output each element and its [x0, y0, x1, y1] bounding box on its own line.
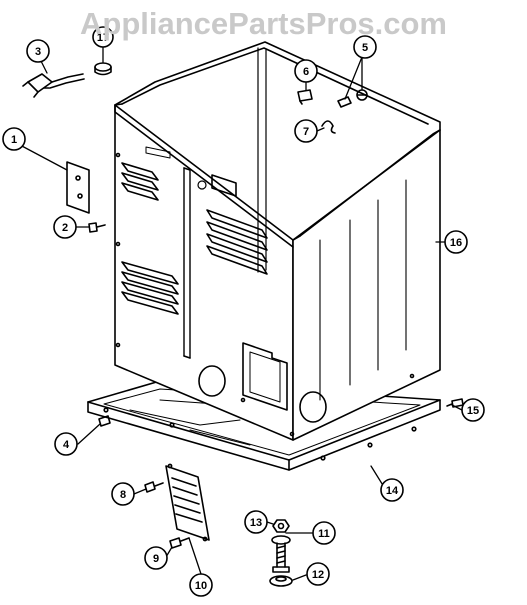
bracket-plate — [66, 161, 90, 214]
svg-text:6: 6 — [303, 66, 309, 78]
cabinet — [114, 41, 441, 441]
svg-text:2: 2 — [62, 222, 68, 234]
svg-text:14: 14 — [386, 485, 399, 497]
svg-text:1: 1 — [11, 134, 17, 146]
svg-text:3: 3 — [35, 46, 41, 58]
callout-12: 12 — [306, 562, 330, 586]
callout-11: 11 — [312, 521, 336, 545]
svg-text:11: 11 — [318, 528, 330, 540]
callout-5: 5 — [353, 35, 377, 59]
callout-6: 6 — [294, 59, 318, 83]
callout-labels: 3 17 1 2 6 5 7 — [2, 26, 485, 597]
screw-4 — [98, 415, 111, 427]
screws-5 — [337, 89, 368, 108]
svg-text:4: 4 — [63, 439, 70, 451]
clip-6 — [297, 89, 313, 105]
leveling-leg — [271, 535, 291, 573]
callout-14: 14 — [380, 478, 404, 502]
svg-text:9: 9 — [153, 553, 159, 565]
callout-16: 16 — [444, 230, 468, 254]
callout-15: 15 — [461, 398, 485, 422]
svg-text:8: 8 — [120, 489, 126, 501]
left-upper-louvers — [121, 162, 159, 201]
callout-17: 17 — [92, 26, 114, 48]
svg-text:13: 13 — [250, 517, 262, 529]
callout-8: 8 — [111, 482, 135, 506]
callout-7: 7 — [294, 119, 318, 143]
nut-13 — [272, 519, 290, 533]
callout-10: 10 — [189, 573, 213, 597]
svg-text:15: 15 — [467, 405, 479, 417]
power-cord — [22, 73, 85, 98]
callout-4: 4 — [54, 432, 78, 456]
grommet — [94, 62, 112, 76]
screw-2 — [88, 222, 106, 233]
callout-2: 2 — [53, 215, 77, 239]
leader-lines — [19, 44, 463, 581]
left-lower-louvers — [121, 261, 179, 315]
svg-text:16: 16 — [450, 237, 462, 249]
callout-1: 1 — [2, 127, 26, 151]
callout-3: 3 — [26, 39, 50, 63]
clip-7 — [321, 120, 336, 134]
louver-grille — [165, 463, 210, 542]
svg-text:10: 10 — [195, 580, 207, 592]
callout-9: 9 — [144, 546, 168, 570]
svg-text:7: 7 — [303, 126, 309, 138]
screw-9 — [169, 537, 190, 549]
screw-8 — [144, 481, 164, 493]
foot-pad — [269, 575, 293, 587]
svg-text:17: 17 — [97, 32, 109, 44]
svg-text:5: 5 — [362, 42, 368, 54]
callout-13: 13 — [244, 510, 268, 534]
rear-right-louvers — [206, 209, 268, 275]
svg-text:12: 12 — [312, 569, 324, 581]
